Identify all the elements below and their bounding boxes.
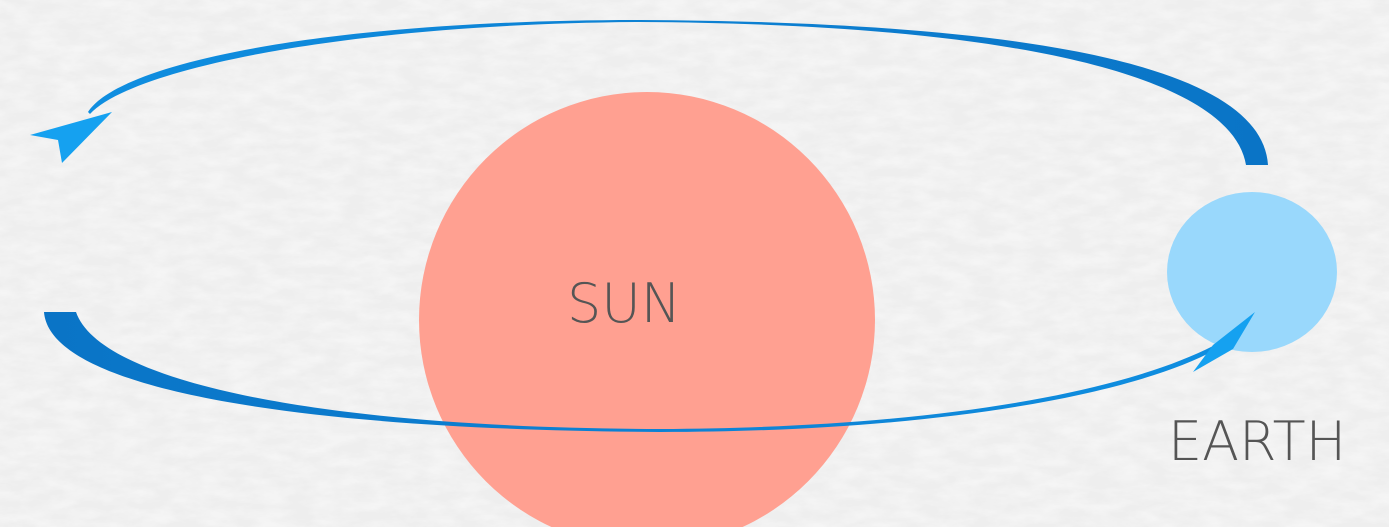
sun-label: SUN [567, 272, 681, 335]
earth-circle [1167, 192, 1337, 352]
earth-label: EARTH [1168, 410, 1346, 473]
